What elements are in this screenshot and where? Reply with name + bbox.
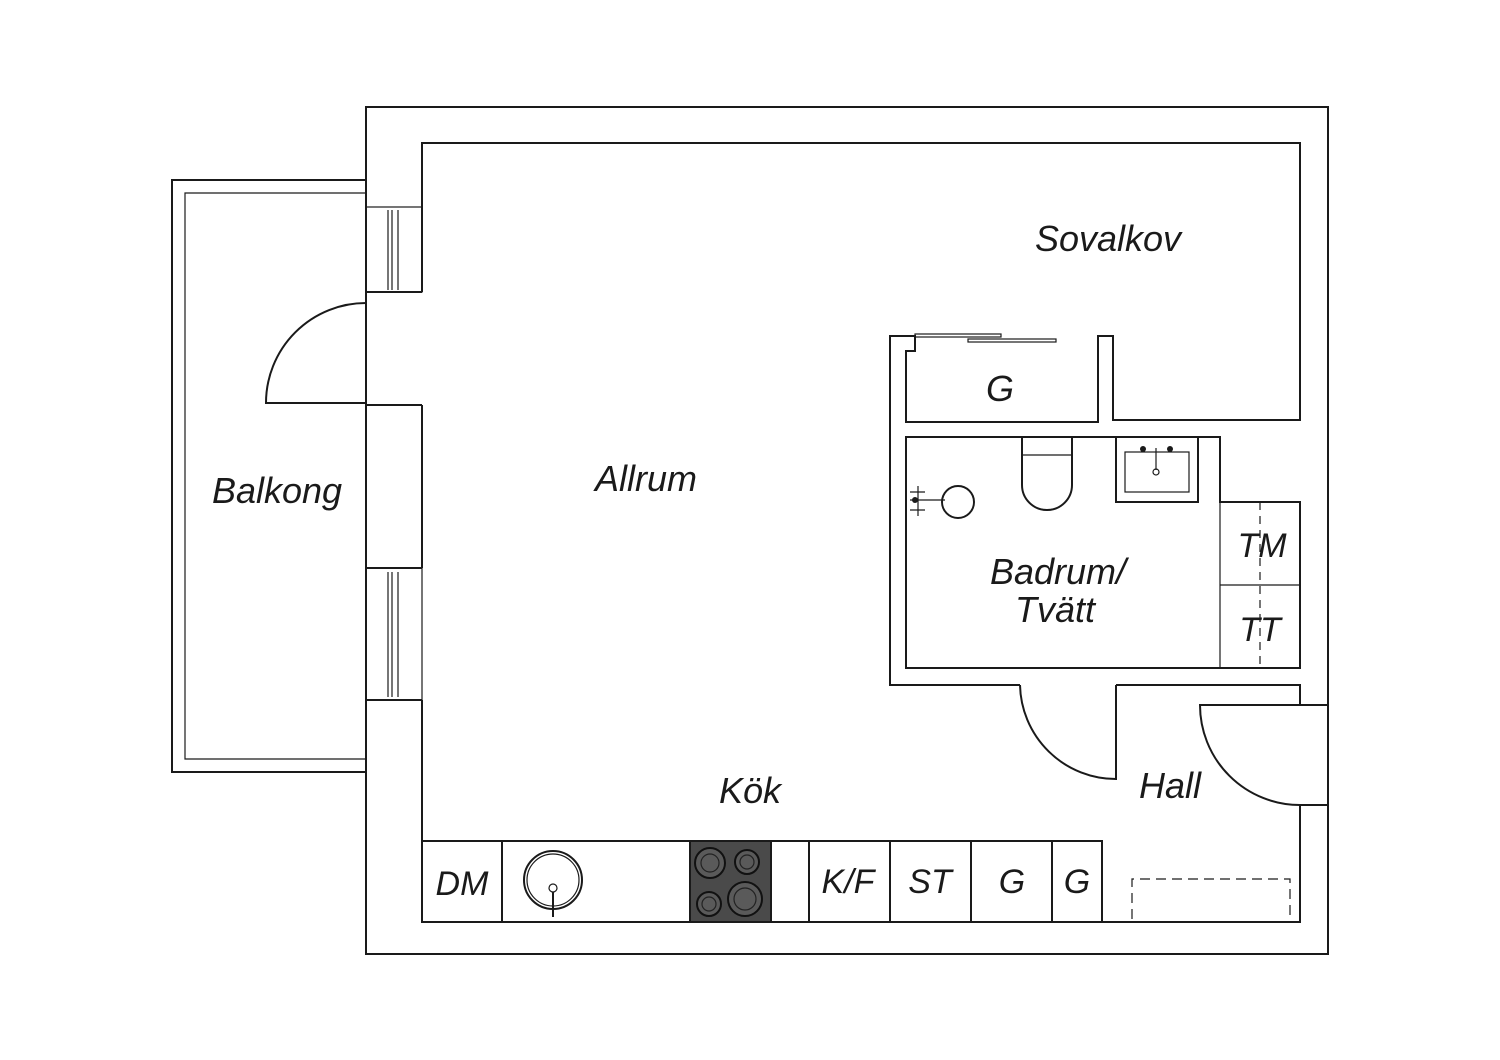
fixture-label-g1: G [999, 863, 1025, 901]
room-label-balkong: Balkong [212, 470, 342, 511]
fixture-label-tt: TT [1239, 611, 1283, 649]
fixture-label-g2: G [1064, 863, 1090, 901]
bathroom-walls [905, 436, 1301, 669]
stove-icon [689, 840, 772, 923]
fixture-label-tm: TM [1237, 527, 1287, 565]
hall-shelf [1131, 878, 1291, 919]
room-label-allrum: Allrum [593, 458, 697, 499]
toilet-icon [1021, 437, 1073, 511]
balcony-door [264, 302, 367, 404]
fixture-label-kf: K/F [822, 863, 877, 901]
room-label-hall: Hall [1139, 765, 1202, 806]
kitchen-sink-icon [523, 850, 583, 917]
room-label-badrum-line2: Tvätt [1015, 589, 1097, 630]
shower-icon [910, 485, 975, 519]
outer-walls [365, 106, 1329, 955]
bathroom-door [1019, 684, 1117, 781]
window-lower [365, 567, 423, 701]
closet-label: G [986, 368, 1014, 409]
closet-sliding-doors [914, 333, 1057, 343]
fixture-label-dm: DM [436, 865, 490, 903]
bathroom-sink-icon [1115, 436, 1199, 503]
entrance-door [1198, 704, 1328, 806]
fixture-label-st: ST [908, 863, 954, 901]
window-upper [365, 206, 423, 293]
room-label-sovalkov: Sovalkov [1035, 218, 1183, 259]
room-label-kok: Kök [719, 770, 783, 811]
balcony [171, 179, 366, 773]
room-label-badrum-line1: Badrum/ [990, 551, 1130, 592]
